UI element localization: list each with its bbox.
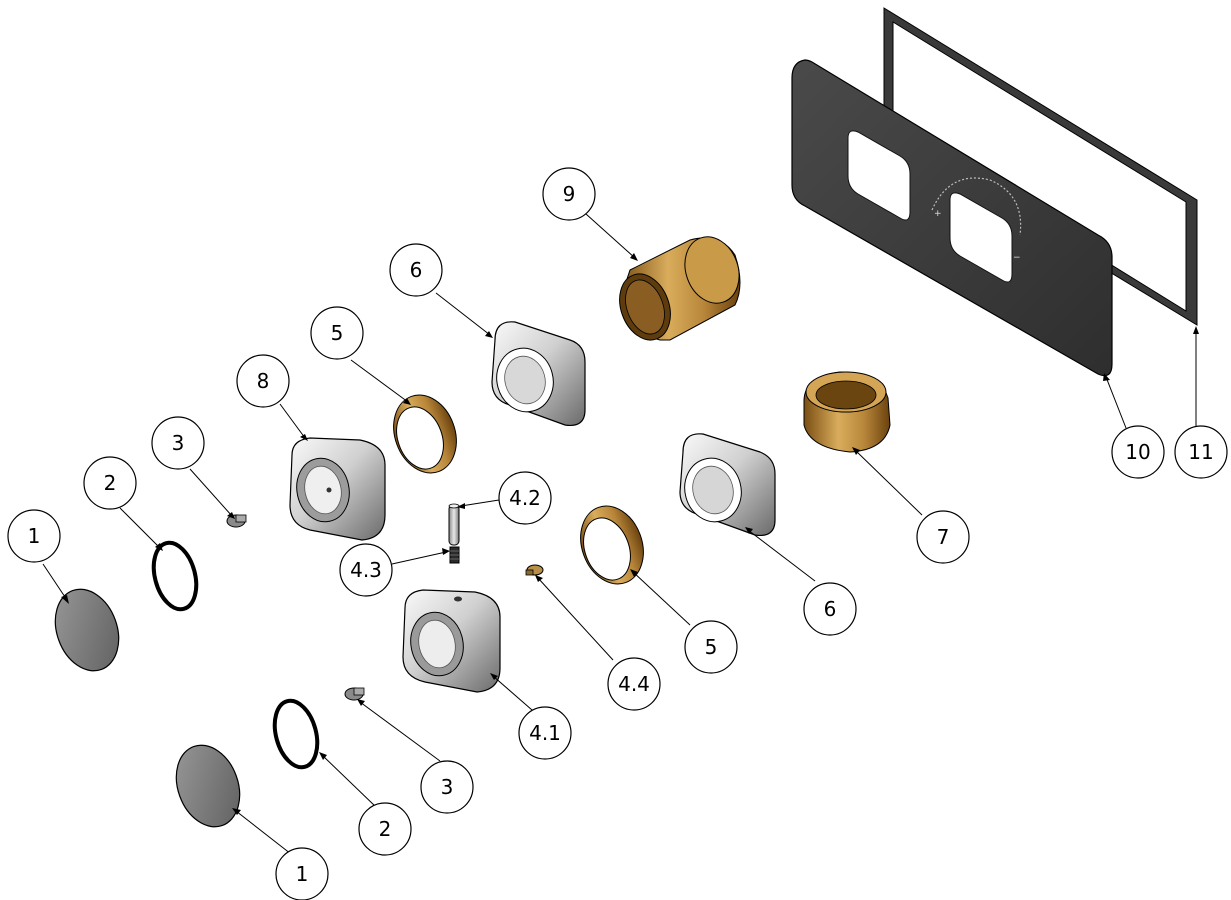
cover-plate: + − (791, 59, 1113, 377)
brass-ring-lower (580, 505, 644, 585)
callout-label: 1 (296, 862, 309, 886)
callout-7: 7 (916, 510, 970, 564)
leader-c5b (632, 571, 691, 626)
chrome-collar-lower (679, 433, 776, 537)
gasket-frame (883, 7, 1198, 326)
callout-4-2: 4.2 (498, 471, 552, 525)
brass-ring-upper (393, 394, 457, 474)
callout-6-lower: 6 (803, 582, 857, 636)
screw-lower (344, 687, 365, 701)
callout-label: 2 (379, 817, 392, 841)
callout-8: 8 (236, 354, 290, 408)
leader-c1b (235, 810, 292, 855)
callout-6-upper: 6 (389, 243, 443, 297)
callout-4-1: 4.1 (518, 706, 572, 760)
screw-upper (226, 514, 247, 528)
spring (449, 546, 460, 564)
chrome-body-lower (402, 589, 501, 693)
callout-1-upper: 1 (7, 509, 61, 563)
callout-3-lower: 3 (420, 760, 474, 814)
callout-10: 10 (1111, 425, 1165, 479)
pin (448, 503, 460, 546)
callout-label: 4.3 (350, 558, 382, 582)
callout-label: 4.4 (618, 672, 650, 696)
callout-label: 5 (705, 635, 718, 659)
callout-label: 7 (937, 525, 950, 549)
leader-c10 (1105, 376, 1127, 429)
callout-4-3: 4.3 (339, 543, 393, 597)
leader-c3b (359, 701, 441, 762)
callout-label: 5 (331, 321, 344, 345)
leader-c42 (460, 499, 500, 507)
leader-c8 (279, 403, 306, 439)
callout-2-lower: 2 (358, 802, 412, 856)
brass-sleeve (619, 236, 741, 341)
leader-c43 (391, 551, 447, 565)
callout-label: 11 (1188, 440, 1213, 464)
callout-label: 3 (172, 431, 185, 455)
leader-c6a (435, 292, 491, 336)
callout-5-upper: 5 (310, 306, 364, 360)
small-screw (525, 564, 544, 576)
leader-c7 (854, 449, 923, 516)
callout-label: 3 (441, 775, 454, 799)
leader-c41 (492, 675, 533, 711)
callout-1-lower: 1 (275, 847, 329, 900)
leader-c44 (537, 577, 614, 661)
brass-nut (803, 371, 891, 453)
callout-4-4: 4.4 (607, 657, 661, 711)
leader-c2a (119, 507, 161, 549)
svg-text:−: − (1013, 253, 1021, 263)
chrome-body-upper (289, 437, 386, 541)
svg-text:+: + (934, 209, 942, 219)
leader-lines (42, 213, 1199, 855)
callout-9: 9 (542, 167, 596, 221)
callout-11: 11 (1174, 425, 1228, 479)
callout-5-lower: 5 (684, 620, 738, 674)
leader-c3a (189, 468, 233, 517)
callout-label: 4.1 (529, 721, 561, 745)
o-ring-lower (272, 698, 320, 770)
callout-label: 6 (410, 258, 423, 282)
cap-lower (175, 744, 241, 828)
callout-label: 1 (28, 524, 41, 548)
leader-c5a (350, 359, 409, 403)
leader-c1a (42, 563, 68, 601)
leader-c6b (747, 529, 816, 582)
callout-label: 6 (824, 597, 837, 621)
callout-3-upper: 3 (151, 416, 205, 470)
callout-label: 8 (257, 369, 270, 393)
cap-upper (54, 588, 120, 672)
callout-label: 2 (104, 471, 117, 495)
callout-label: 4.2 (509, 486, 541, 510)
chrome-collar-upper (491, 321, 586, 427)
leader-c9 (585, 213, 636, 259)
leader-c2b (321, 754, 377, 808)
o-ring-upper (151, 540, 199, 612)
callout-label: 9 (563, 182, 576, 206)
callout-label: 10 (1125, 440, 1150, 464)
callout-2-upper: 2 (83, 456, 137, 510)
